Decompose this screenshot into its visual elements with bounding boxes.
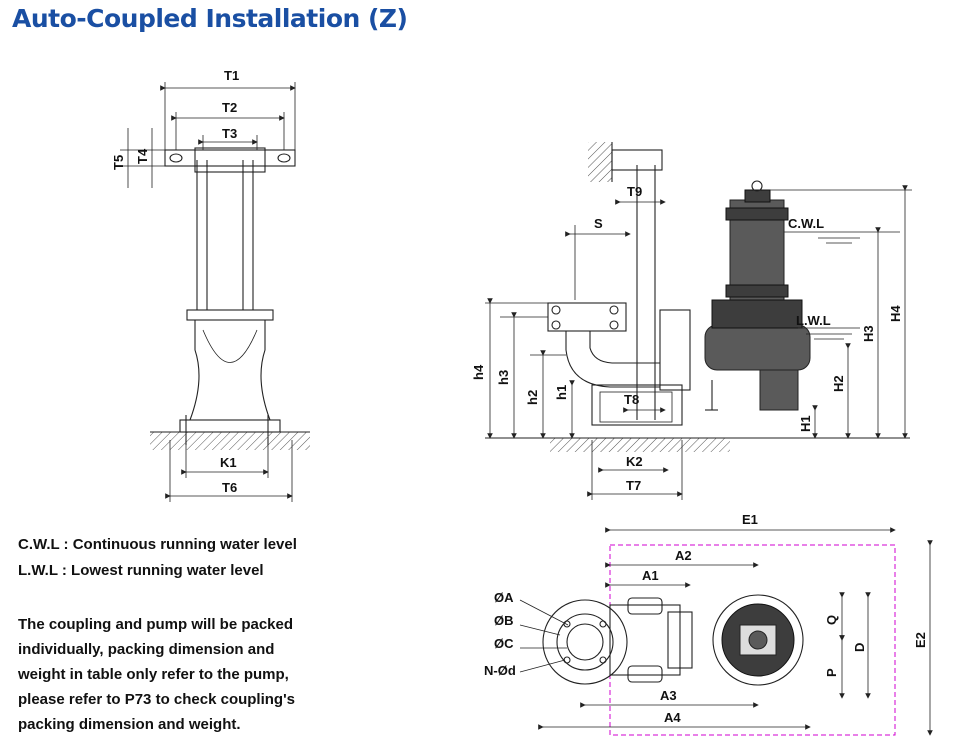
label-cwl-marker: C.W.L xyxy=(788,216,824,231)
legend-lwl: L.W.L : Lowest running water level xyxy=(18,562,264,579)
legend-cwl: C.W.L : Continuous running water level xyxy=(18,536,297,553)
note-line: individually, packing dimension and xyxy=(18,641,275,658)
packing-note: The coupling and pump will be packed ind… xyxy=(18,612,318,737)
dim-T3: T3 xyxy=(222,126,237,141)
note-line: please refer to P73 to check coupling's xyxy=(18,691,295,708)
dim-dC: ØC xyxy=(494,636,514,651)
dim-A2: A2 xyxy=(675,548,692,563)
dim-H1: H1 xyxy=(798,415,813,432)
dim-h1: h1 xyxy=(554,385,569,400)
dim-Q: Q xyxy=(824,615,839,625)
dim-T9: T9 xyxy=(627,184,642,199)
dim-T6: T6 xyxy=(222,480,237,495)
dim-T1: T1 xyxy=(224,68,239,83)
dim-A4: A4 xyxy=(664,710,681,725)
note-line: packing dimension and weight. xyxy=(18,716,241,733)
label-lwl-marker: L.W.L xyxy=(796,313,831,328)
front-view xyxy=(120,82,310,502)
dim-H4: H4 xyxy=(888,305,903,322)
page-title: Auto-Coupled Installation (Z) xyxy=(12,4,408,33)
dim-E1: E1 xyxy=(742,512,758,527)
dim-D: D xyxy=(852,643,867,652)
dim-T8: T8 xyxy=(624,392,639,407)
dim-h4: h4 xyxy=(471,364,486,380)
dim-T7: T7 xyxy=(626,478,641,493)
note-line: weight in table only refer to the pump, xyxy=(18,666,289,683)
dim-T4: T4 xyxy=(135,148,150,164)
dim-E2: E2 xyxy=(913,632,928,648)
dim-h3: h3 xyxy=(496,370,511,385)
dim-S: S xyxy=(594,216,603,231)
dim-dB: ØB xyxy=(494,613,514,628)
dim-h2: h2 xyxy=(525,390,540,405)
note-line: The coupling and pump will be packed xyxy=(18,616,294,633)
dim-A1: A1 xyxy=(642,568,659,583)
dim-Nd: N-Ød xyxy=(484,663,516,678)
side-view xyxy=(485,142,912,500)
plan-view xyxy=(519,527,933,736)
dim-K1: K1 xyxy=(220,455,237,470)
dim-T2: T2 xyxy=(222,100,237,115)
dim-dA: ØA xyxy=(494,590,514,605)
dim-H2: H2 xyxy=(831,375,846,392)
dim-A3: A3 xyxy=(660,688,677,703)
dim-K2: K2 xyxy=(626,454,643,469)
dim-H3: H3 xyxy=(861,325,876,342)
dim-P: P xyxy=(824,668,839,677)
dim-T5: T5 xyxy=(111,155,126,170)
